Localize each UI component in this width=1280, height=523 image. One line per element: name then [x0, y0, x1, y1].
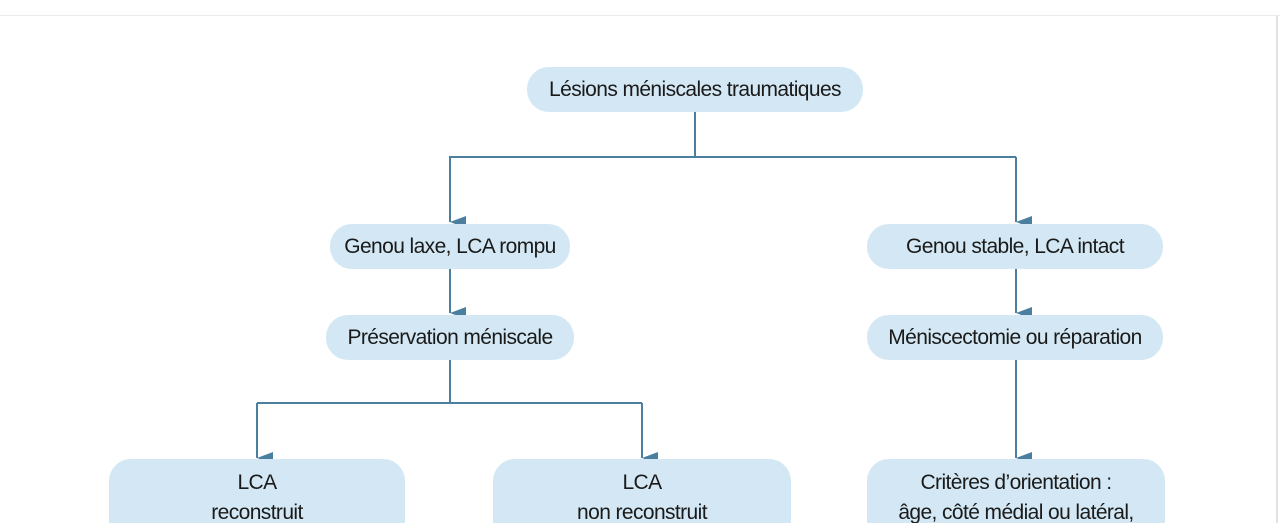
node-lca-non-reconstruit: LCA non reconstruit: [493, 459, 791, 523]
node-line-2: âge, côté médial ou latéral,: [898, 501, 1134, 523]
node-preservation-meniscale: Préservation méniscale: [326, 315, 574, 360]
node-line-1: LCA: [237, 471, 277, 494]
node-meniscectomie: Méniscectomie ou réparation: [867, 315, 1163, 360]
node-genou-stable: Genou stable, LCA intact: [867, 224, 1163, 269]
node-line-2: non reconstruit: [577, 501, 708, 523]
node-criteres-orientation: Critères d’orientation : âge, côté média…: [867, 459, 1165, 523]
node-lca-reconstruit: LCA reconstruit: [109, 459, 405, 523]
top-divider: [0, 15, 1280, 16]
node-line-1: Critères d’orientation :: [920, 471, 1112, 494]
node-genou-laxe: Genou laxe, LCA rompu: [330, 224, 570, 269]
node-line-1: LCA: [622, 471, 662, 494]
node-root: Lésions méniscales traumatiques: [527, 67, 863, 112]
node-line-2: reconstruit: [211, 501, 303, 523]
scrollbar-edge: [1276, 16, 1278, 523]
